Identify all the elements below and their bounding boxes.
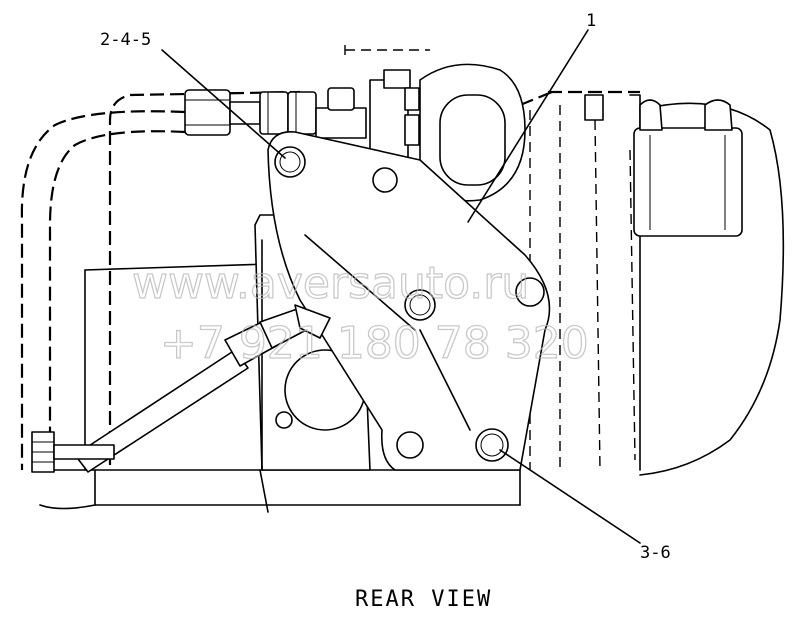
hose-loop	[20, 110, 186, 470]
watermark-url: www.aversauto.ru	[132, 258, 529, 309]
callout-3-6: 3-6	[640, 543, 671, 563]
boss-cylinder	[419, 63, 526, 202]
watermark: www.aversauto.ru +7 921 180 78 320	[131, 257, 589, 369]
mounting-bracket	[267, 131, 551, 471]
diagonal-tube	[31, 304, 331, 473]
callout-2-4-5: 2-4-5	[100, 30, 151, 50]
hose-fittings	[184, 69, 420, 161]
callout-1: 1	[586, 11, 596, 31]
view-caption: REAR VIEW	[355, 587, 492, 612]
leader-lines	[161, 29, 641, 544]
watermark-phone: +7 921 180 78 320	[160, 318, 589, 369]
hose-clamp	[584, 94, 743, 237]
